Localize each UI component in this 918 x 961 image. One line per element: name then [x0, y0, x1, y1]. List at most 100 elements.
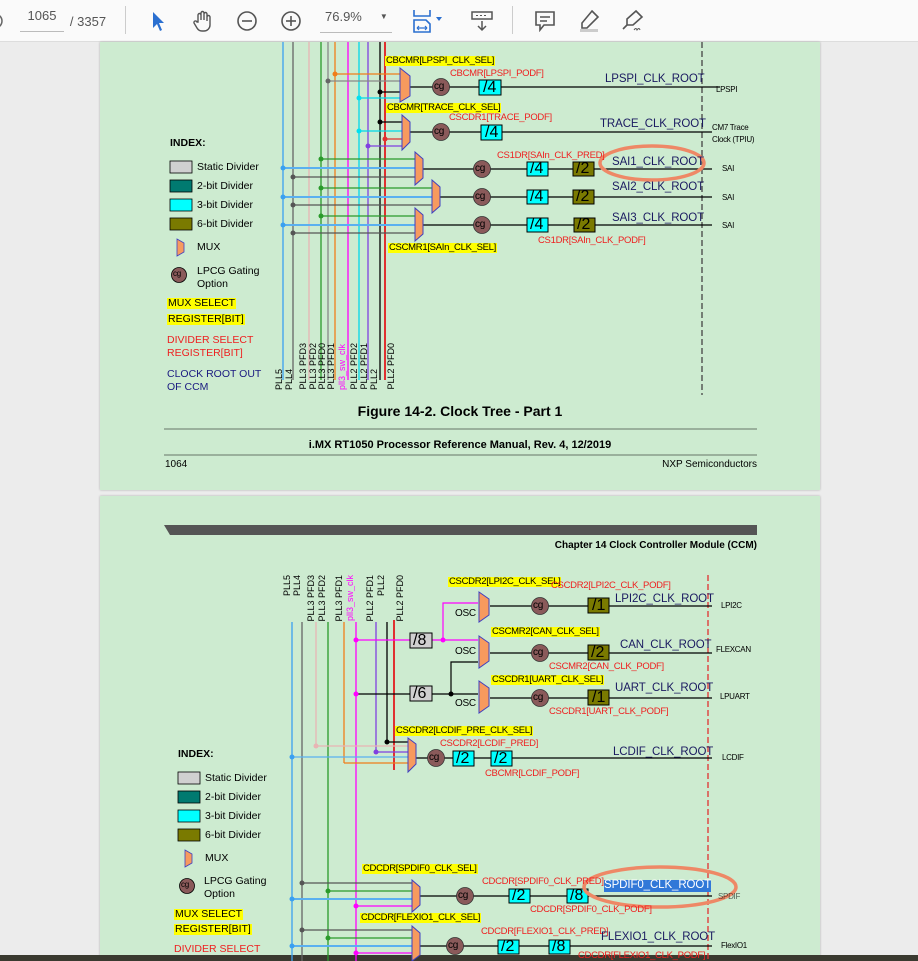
- gate-label: cg: [434, 81, 444, 92]
- toolbar-divider: [512, 6, 513, 34]
- divider-value: /2: [577, 216, 591, 233]
- gate-label: cg: [533, 647, 543, 658]
- legend-mux-select: MUX SELECT: [167, 297, 237, 309]
- divider-value: /4: [485, 124, 499, 141]
- legend-divider-select: DIVIDER SELECT: [167, 334, 254, 346]
- clock-root-label: SAI1_CLK_ROOT: [612, 156, 705, 168]
- page1-dividers: [478, 79, 596, 233]
- bus-label: PLL3 PFD3: [306, 575, 316, 622]
- select-pointer-icon[interactable]: [146, 0, 170, 42]
- page1-junction-dots: [280, 71, 388, 236]
- mux-select-label: CSCDR2[LCDIF_PRE_CLK_SEL]: [395, 725, 534, 736]
- highlight-ring: [598, 144, 706, 182]
- mux-select-label: CSCDR2[LPI2C_CLK_SEL]: [448, 576, 562, 587]
- divider-select-label: CS1DR[SAIn_CLK_PRED]: [497, 150, 605, 161]
- bus-label: PLL2 PFD0: [395, 575, 405, 622]
- bus-label: PLL4: [292, 575, 302, 597]
- destination-label: SPDIF: [718, 892, 741, 901]
- legend-mux-select: REGISTER[BIT]: [167, 313, 245, 325]
- bus-label: PLL2 PFD0: [386, 343, 396, 390]
- divider-select-label: CSCDR2[LCDIF_PRED]: [440, 738, 539, 749]
- fit-page-icon[interactable]: [410, 0, 446, 42]
- gate-label: cg: [533, 600, 543, 611]
- partial-circle-icon[interactable]: [0, 0, 10, 42]
- page1-muxes: [399, 66, 441, 243]
- legend-2bit-divider: 2-bit Divider: [205, 791, 262, 803]
- divider-value: /2: [456, 750, 470, 767]
- bus-label: PLL3 PFD3: [298, 343, 308, 390]
- divider-value: /8: [570, 887, 584, 904]
- gate-label: cg: [173, 269, 181, 278]
- legend-divider-select: DIVIDER SELECT: [174, 943, 261, 955]
- page-number-input[interactable]: 1065: [20, 0, 64, 32]
- gate-label: cg: [181, 880, 189, 889]
- gate-label: cg: [475, 219, 485, 230]
- clock-root-label: TRACE_CLK_ROOT: [600, 118, 706, 130]
- mux-icon: [399, 66, 411, 103]
- divider-select-label: CSCMR2[CAN_CLK_PODF]: [549, 661, 664, 672]
- clock-root-label-selected[interactable]: SPDIF0_CLK_ROOT: [604, 879, 712, 892]
- comment-icon[interactable]: [532, 0, 558, 42]
- gate-label: cg: [475, 191, 485, 202]
- divider-select-label: CBCMR[LPSPI_PODF]: [450, 68, 544, 79]
- page1-legend-swatches: [169, 160, 193, 283]
- legend-static-divider: Static Divider: [197, 161, 259, 173]
- divider-select-label: CSCDR1[UART_CLK_PODF]: [549, 706, 669, 717]
- hand-tool-icon[interactable]: [190, 0, 216, 42]
- mux-select-label: CDCDR[SPDIF0_CLK_SEL]: [362, 863, 478, 874]
- divider-select-label: CSCDR2[LPI2C_CLK_PODF]: [551, 580, 671, 591]
- clock-root-label: SAI3_CLK_ROOT: [612, 212, 705, 224]
- gate-label: cg: [533, 692, 543, 703]
- bus-label: PLL2 PFD1: [359, 343, 369, 390]
- bus-label: PLL2: [369, 368, 379, 390]
- sign-icon[interactable]: [620, 0, 646, 42]
- page2-legend-swatches: [177, 771, 201, 894]
- zoom-select[interactable]: 76.9%▼: [320, 0, 392, 33]
- divider-value: /8: [552, 938, 566, 955]
- gate-label: cg: [448, 940, 458, 951]
- bus-label: PLL2 PFD1: [365, 575, 375, 622]
- destination-label: LCDIF: [722, 753, 744, 762]
- page-total: / 3357: [69, 13, 107, 29]
- zoom-in-icon[interactable]: [278, 0, 304, 42]
- divider-value: /2: [512, 887, 526, 904]
- highlight-ring: [582, 865, 738, 909]
- publisher: NXP Semiconductors: [662, 459, 757, 470]
- footer-title: i.MX RT1050 Processor Reference Manual, …: [308, 439, 612, 451]
- highlight-icon[interactable]: [576, 0, 602, 42]
- divider-value: /1: [592, 689, 606, 706]
- mux-icon: [414, 206, 424, 243]
- legend-clock-root: OF CCM: [167, 381, 209, 393]
- chapter-header-bar: [164, 525, 757, 535]
- osc-label: OSC: [455, 646, 476, 657]
- legend-mux-select: MUX SELECT: [174, 908, 244, 920]
- bus-label: PLL4: [284, 368, 294, 390]
- zoom-value: 76.9%: [325, 8, 362, 24]
- mux-select-label: CBCMR[LPSPI_CLK_SEL]: [385, 55, 496, 66]
- clock-root-label: CAN_CLK_ROOT: [620, 639, 712, 651]
- bus-label: PLL5: [282, 575, 292, 597]
- divider-value: /2: [591, 644, 605, 661]
- legend-3bit-divider: 3-bit Divider: [205, 810, 262, 822]
- destination-label: Clock (TPIU): [712, 135, 755, 144]
- legend-mux: MUX: [197, 241, 221, 253]
- bus-label: PLL3 PFD1: [334, 575, 344, 622]
- divider-select-label: CS1DR[SAIn_CLK_PODF]: [538, 235, 646, 246]
- toolbar: 1065 / 3357 76.9%▼: [0, 0, 918, 42]
- legend-2bit-divider: 2-bit Divider: [197, 180, 254, 192]
- zoom-out-icon[interactable]: [234, 0, 260, 42]
- destination-label: LPSPI: [716, 85, 738, 94]
- divider-value: /4: [530, 188, 544, 205]
- clock-root-label: LCDIF_CLK_ROOT: [613, 746, 714, 758]
- index-title: INDEX:: [170, 137, 206, 149]
- clock-root-label: SAI2_CLK_ROOT: [612, 181, 705, 193]
- legend-gate: LPCG Gating: [204, 875, 267, 887]
- static-divider-value: /8: [413, 632, 427, 649]
- bus-label: PLL2 PFD2: [349, 343, 359, 390]
- scroll-mode-icon[interactable]: [468, 0, 496, 42]
- figure-caption: Figure 14-2. Clock Tree - Part 1: [357, 403, 563, 419]
- destination-label: SAI: [722, 164, 734, 173]
- osc-label: OSC: [455, 698, 476, 709]
- divider-select-label: CDCDR[SPDIF0_CLK_PODF]: [530, 904, 652, 915]
